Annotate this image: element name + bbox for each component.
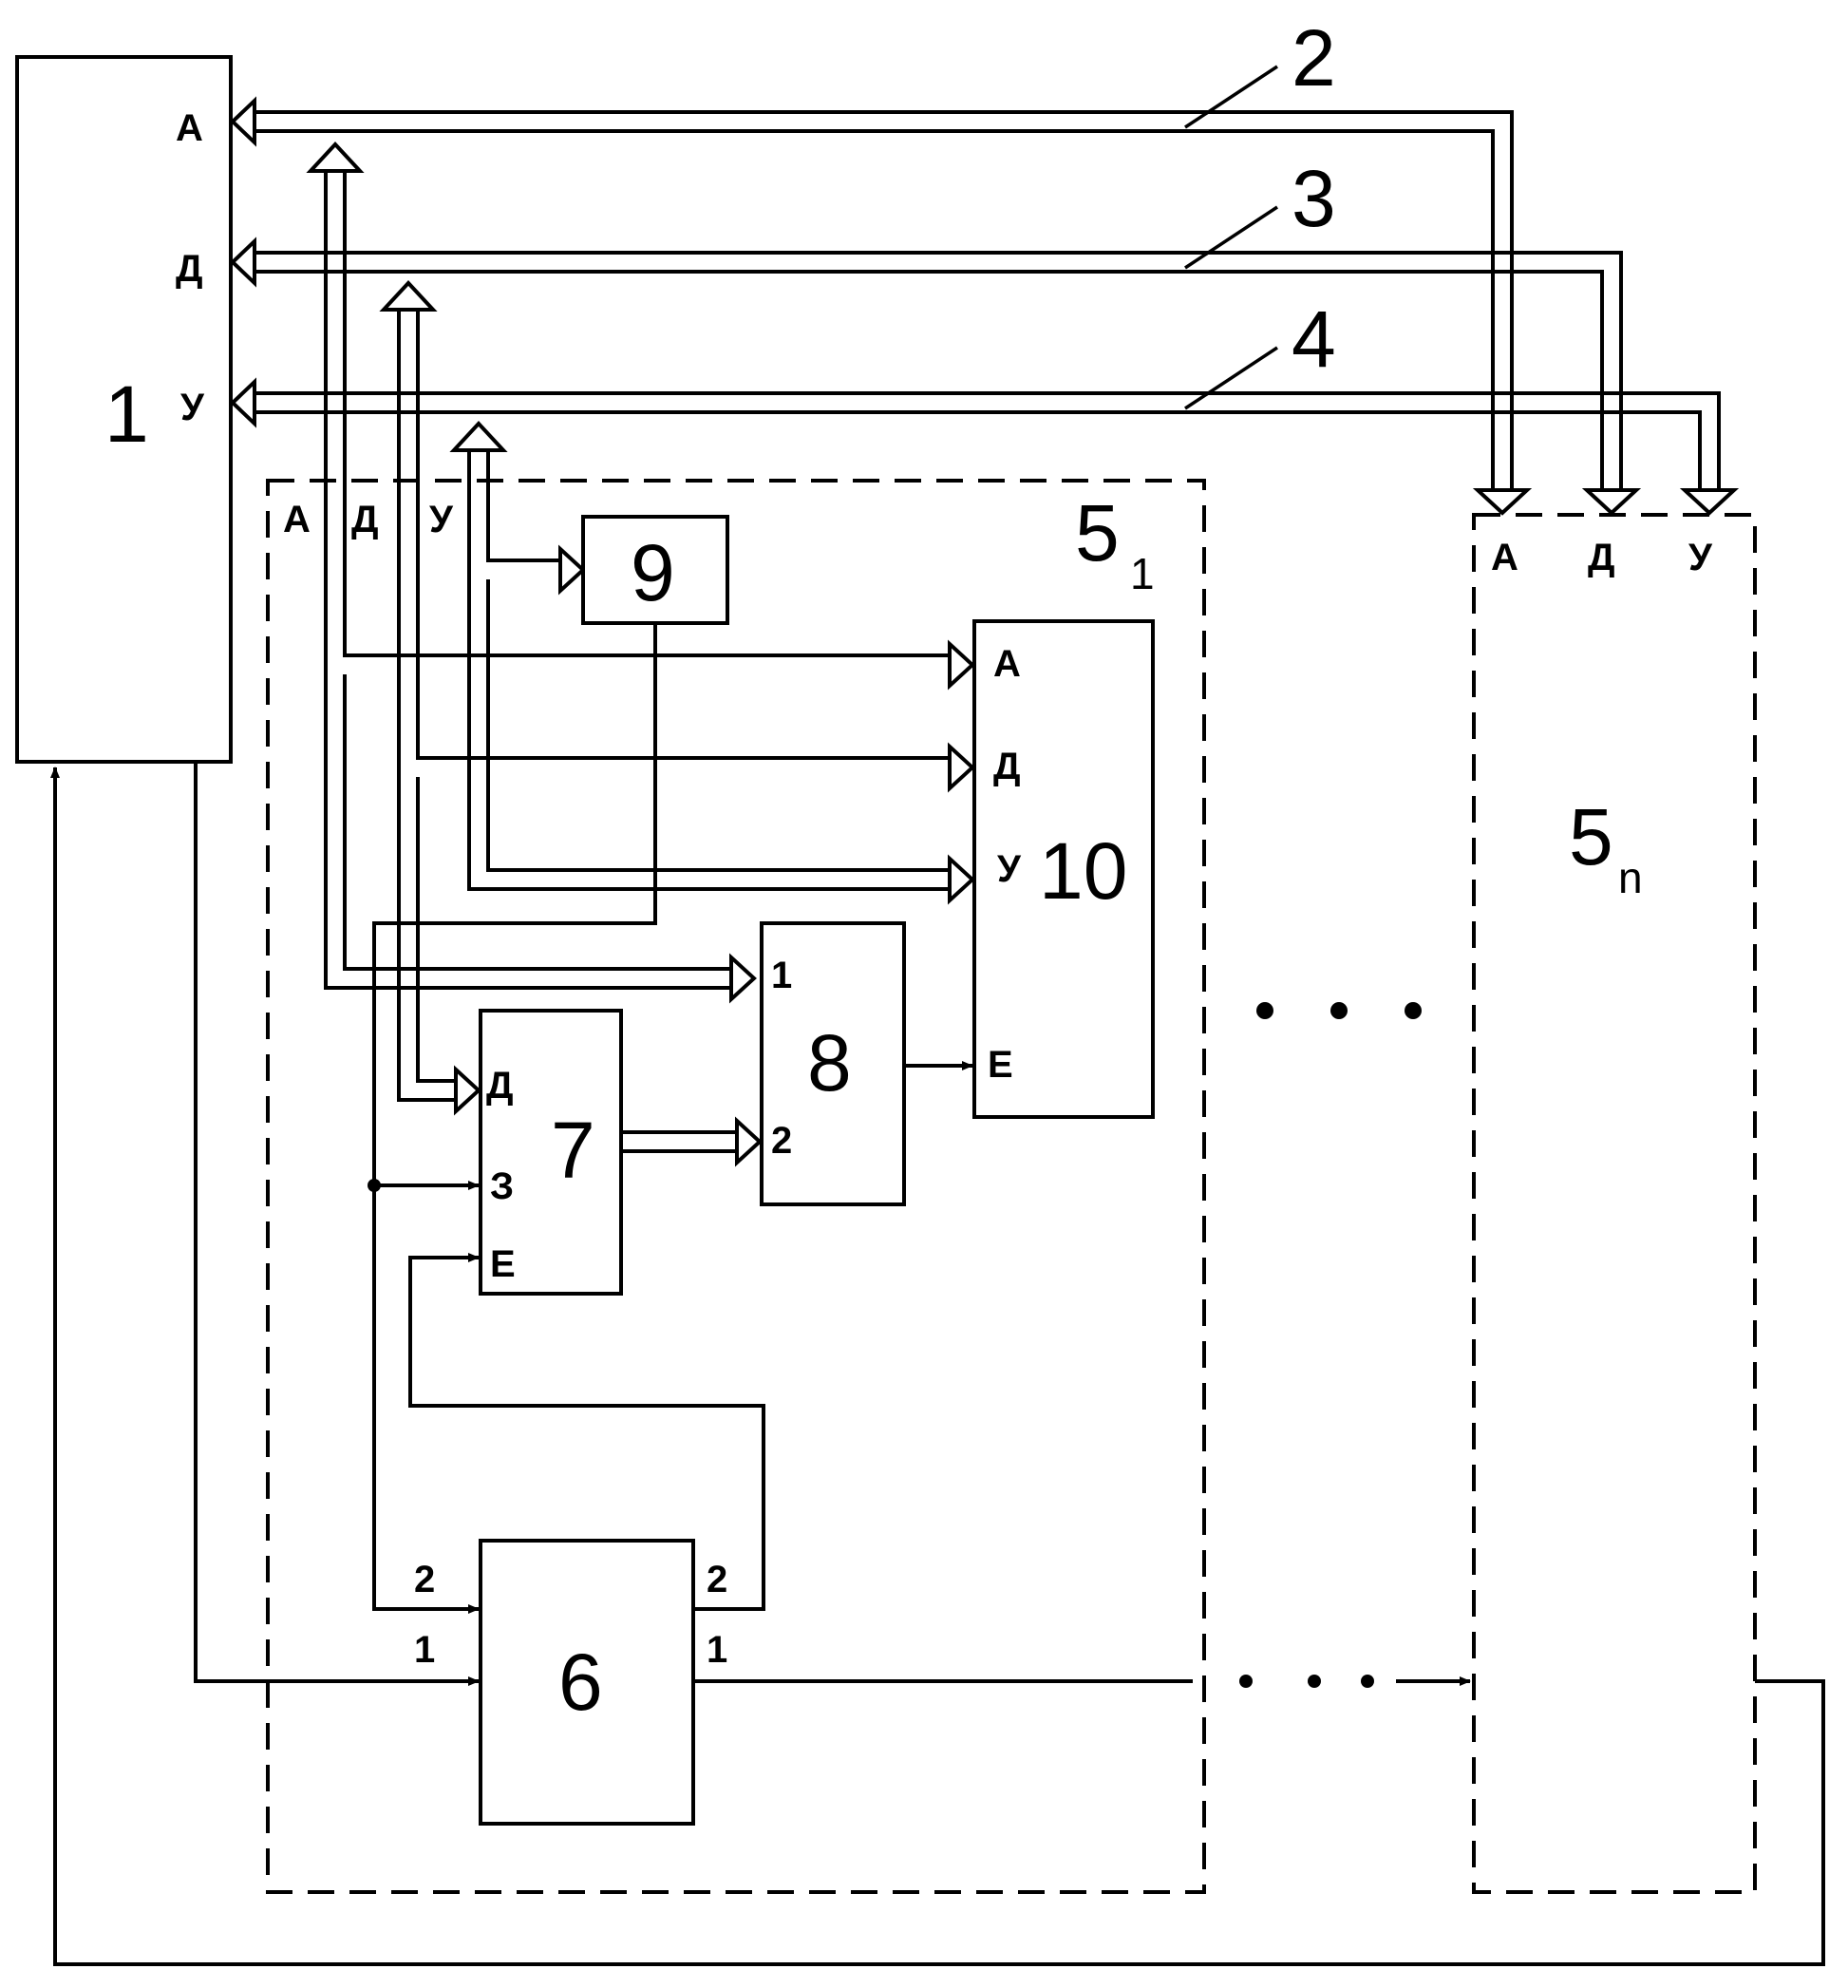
block-7-number: 7 bbox=[551, 1106, 595, 1195]
block-10-number: 10 bbox=[1039, 826, 1127, 916]
block-10-port-d-label: Д bbox=[993, 746, 1021, 787]
bus-3-label: 3 bbox=[1292, 154, 1336, 243]
block-6-number: 6 bbox=[558, 1638, 603, 1727]
block-5-1-port-u-label: У bbox=[429, 499, 454, 540]
continuation-dots-blocks bbox=[1256, 1002, 1422, 1019]
bus-4-label: 4 bbox=[1292, 294, 1336, 384]
bus-3-data bbox=[233, 241, 1636, 513]
block-8-number: 8 bbox=[807, 1018, 852, 1108]
block-10-port-a-label: А bbox=[993, 643, 1021, 685]
block-5-n-port-u-label: У bbox=[1688, 537, 1713, 578]
block-1-port-u-label: У bbox=[180, 387, 205, 428]
bus-3-leader bbox=[1185, 207, 1277, 268]
wire-1-to-6-in1 bbox=[196, 762, 479, 1681]
block-5-1-number: 5 bbox=[1075, 488, 1120, 577]
block-5-n-number: 5 bbox=[1569, 792, 1613, 881]
block-10-port-u-label: У bbox=[997, 848, 1022, 890]
block-1-number: 1 bbox=[104, 369, 149, 459]
block-7-port-z-label: З bbox=[490, 1165, 514, 1207]
block-6-out1-label: 1 bbox=[707, 1629, 727, 1671]
block-6-in2-label: 2 bbox=[414, 1559, 435, 1600]
bus-2-label: 2 bbox=[1292, 13, 1336, 103]
bus-2-leader bbox=[1185, 66, 1277, 127]
block-5-1-index: 1 bbox=[1130, 549, 1155, 598]
block-6-out2-label: 2 bbox=[707, 1559, 727, 1600]
block-5-n-port-a-label: А bbox=[1491, 537, 1518, 578]
wire-feedback-to-1 bbox=[55, 767, 1823, 1964]
block-7-port-d-label: Д bbox=[486, 1065, 514, 1107]
internal-bus-u bbox=[454, 424, 972, 900]
block-5-n-index: n bbox=[1618, 853, 1643, 902]
block-5-n bbox=[1474, 515, 1755, 1892]
block-1-port-d-label: Д bbox=[176, 248, 203, 290]
block-5-n-port-d-label: Д bbox=[1588, 537, 1615, 578]
bus-7-to-8 bbox=[621, 1121, 760, 1163]
block-7-port-e-label: Е bbox=[490, 1243, 516, 1285]
block-5-1-port-a-label: А bbox=[283, 499, 311, 540]
continuation-dots-chain bbox=[1239, 1675, 1374, 1688]
bus-4-leader bbox=[1185, 348, 1277, 408]
block-5-1-port-d-label: Д bbox=[351, 499, 379, 540]
block-9-number: 9 bbox=[631, 528, 675, 617]
block-10-port-e-label: Е bbox=[988, 1044, 1013, 1086]
block-6-in1-label: 1 bbox=[414, 1629, 435, 1671]
block-1-port-a-label: А bbox=[176, 107, 203, 149]
block-8-in2-label: 2 bbox=[771, 1120, 792, 1162]
block-8-in1-label: 1 bbox=[771, 955, 792, 996]
